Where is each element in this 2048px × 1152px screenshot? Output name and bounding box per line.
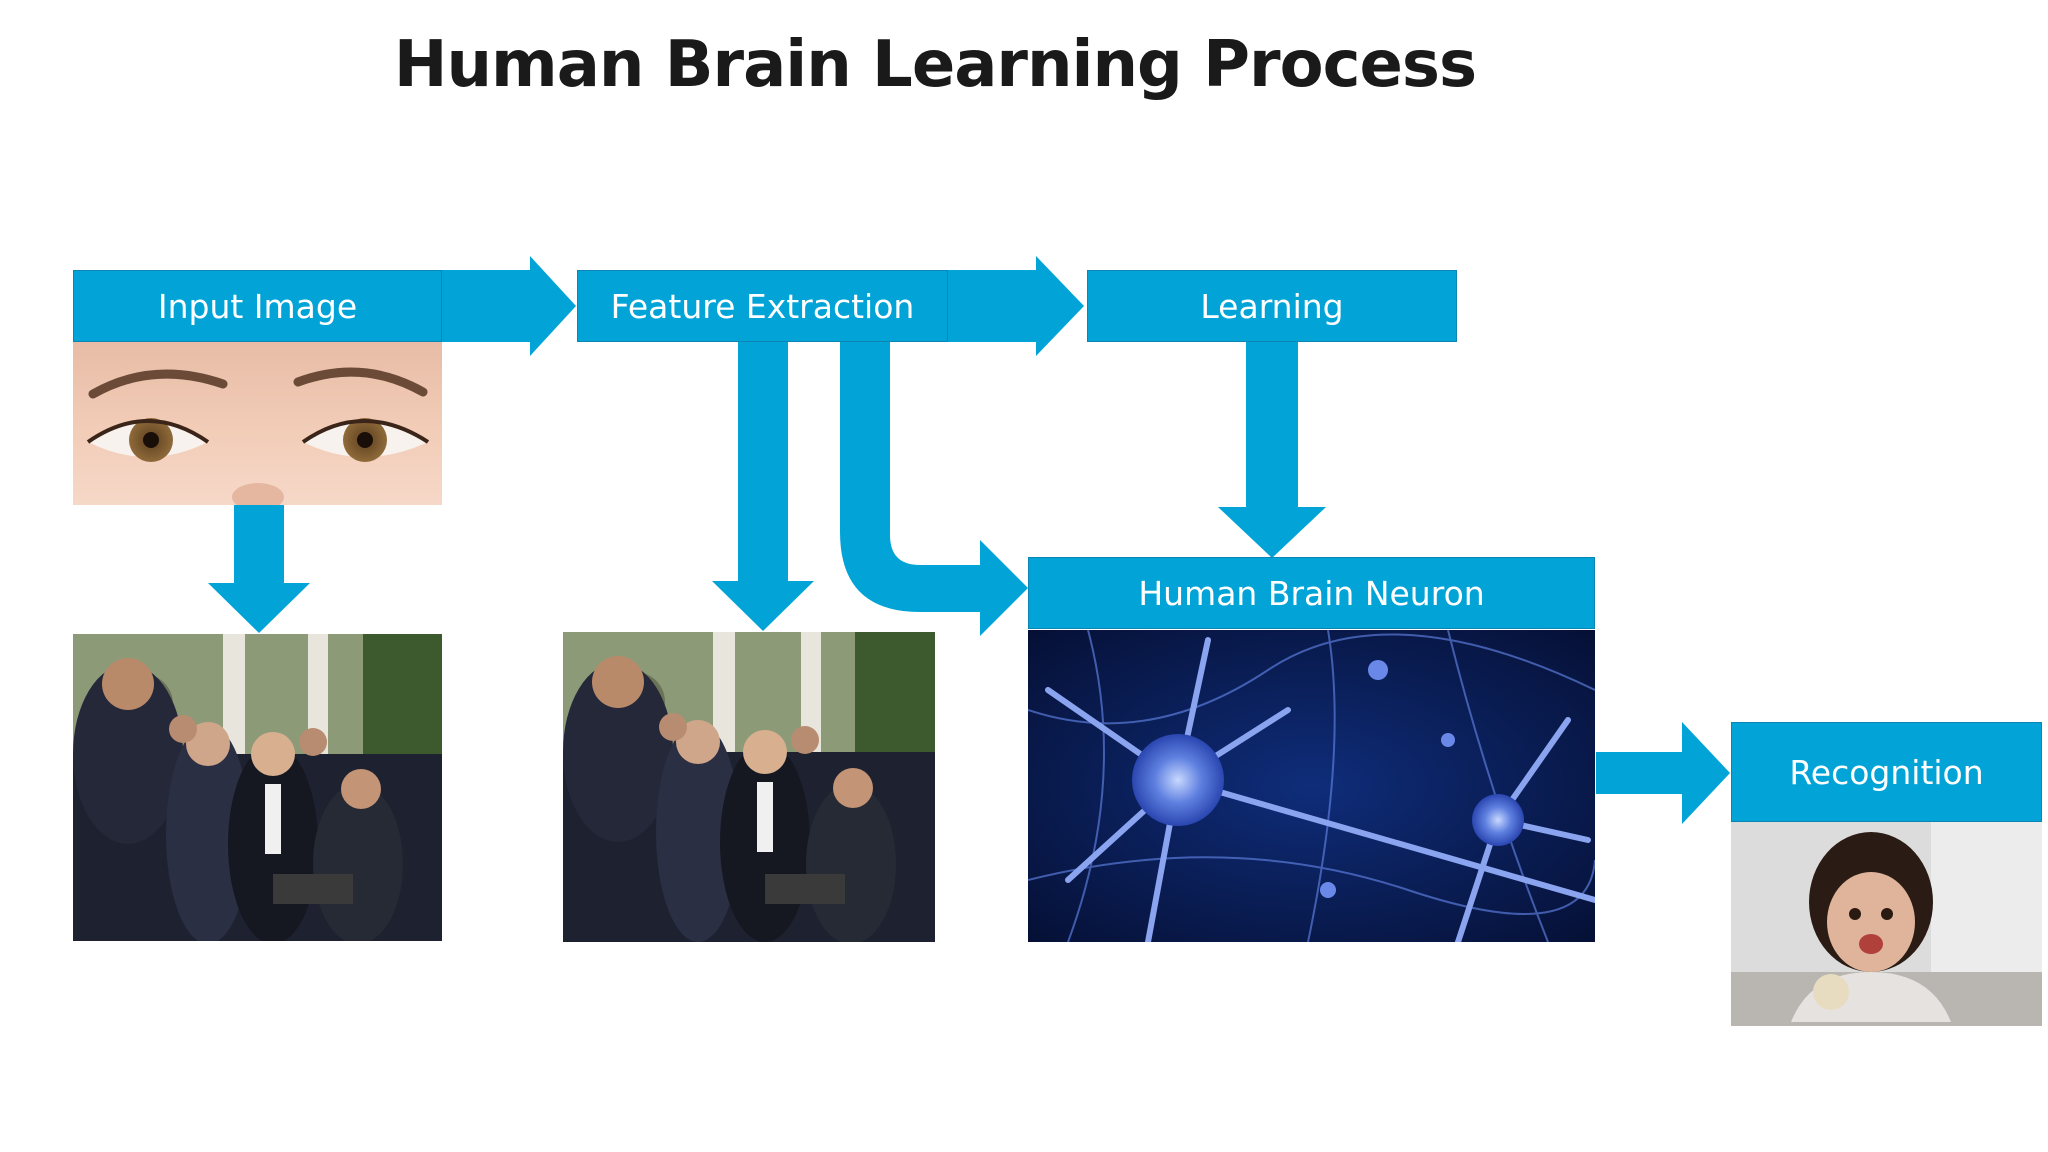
arrow-features-to-neuron — [840, 342, 1028, 636]
group-photo-input — [73, 634, 442, 941]
group-photo-features — [563, 632, 935, 942]
child-photo — [1731, 822, 2042, 1026]
arrow-features-down — [712, 342, 814, 631]
arrow-learning-down — [1218, 342, 1326, 558]
node-feature-extraction: Feature Extraction — [577, 270, 948, 342]
node-learning: Learning — [1087, 270, 1457, 342]
arrow-features-to-learning — [948, 256, 1084, 356]
node-recognition: Recognition — [1731, 722, 2042, 822]
arrow-input-down — [208, 505, 310, 633]
arrow-input-to-features — [442, 256, 576, 356]
node-human-brain-neuron: Human Brain Neuron — [1028, 557, 1595, 629]
neuron-photo — [1028, 630, 1595, 942]
page-title: Human Brain Learning Process — [393, 28, 1477, 102]
arrow-neuron-to-recognition — [1596, 722, 1730, 824]
node-input-image: Input Image — [73, 270, 442, 342]
eyes-photo — [73, 342, 442, 505]
